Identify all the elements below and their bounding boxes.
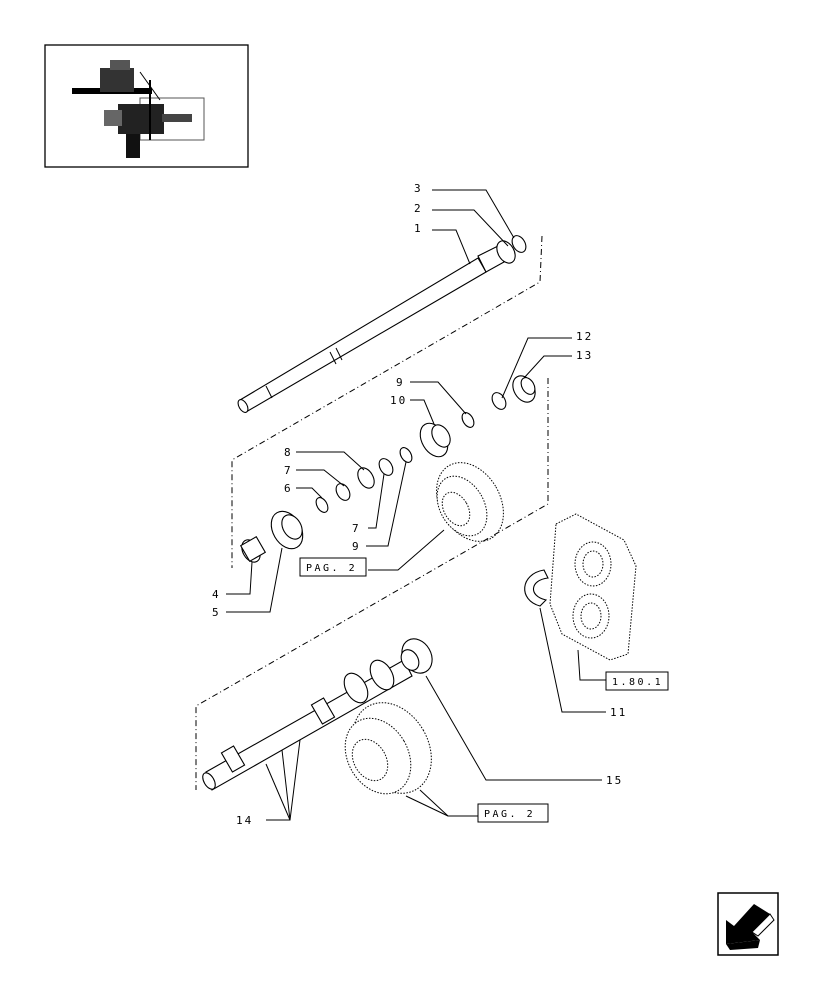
callout-2: 2: [414, 202, 423, 215]
snap-rings-right: [461, 392, 507, 428]
retaining-ring: [524, 569, 549, 607]
callout-8: 8: [284, 446, 293, 459]
callout-5: 5: [212, 606, 221, 619]
splined-hub: [239, 535, 267, 563]
previous-page-button[interactable]: [717, 892, 779, 956]
ref-box-pag2-upper-label: PAG. 2: [306, 563, 357, 574]
callout-7-lower: 7: [352, 522, 361, 535]
callout-3: 3: [414, 182, 423, 195]
callout-11: 11: [610, 706, 627, 719]
gear-cluster-lower: [344, 702, 432, 795]
assembly-thumbnail: [44, 44, 249, 168]
leader-lines: [226, 189, 606, 821]
ref-box-pag2-lower-label: PAG. 2: [484, 809, 535, 820]
transmission-thumbnail-icon: [72, 60, 205, 158]
previous-page-arrow-icon: [726, 904, 775, 950]
synchro-gear: [270, 510, 304, 550]
pinion-gear: [419, 422, 451, 458]
callout-10: 10: [390, 394, 407, 407]
callout-7-upper: 7: [284, 464, 293, 477]
gear-cluster-upper: [436, 462, 504, 542]
snap-rings-middle: [315, 447, 413, 513]
callout-9-lower: 9: [352, 540, 361, 553]
housing-plate: [549, 513, 637, 661]
callout-labels: 3 2 1 12 13 9 10 8 7 6 7 9 4 5 11 15 14: [212, 182, 627, 827]
callout-15: 15: [606, 774, 623, 787]
callout-13: 13: [576, 349, 593, 362]
lower-bearing: [400, 638, 433, 674]
upper-shaft-gear: [496, 235, 527, 264]
callout-14: 14: [236, 814, 253, 827]
callout-9-upper: 9: [396, 376, 405, 389]
callout-1: 1: [414, 222, 423, 235]
callout-6: 6: [284, 482, 293, 495]
bearing-right: [512, 375, 536, 403]
ref-box-1-80-1[interactable]: 1.80.1: [605, 671, 669, 691]
upper-shaft: [237, 245, 505, 413]
ref-box-pag2-lower[interactable]: PAG. 2: [477, 803, 549, 823]
ref-box-1-80-1-label: 1.80.1: [612, 677, 663, 688]
lower-shaft: [202, 659, 413, 791]
callout-12: 12: [576, 330, 593, 343]
ref-box-pag2-upper[interactable]: PAG. 2: [299, 557, 367, 577]
callout-4: 4: [212, 588, 221, 601]
